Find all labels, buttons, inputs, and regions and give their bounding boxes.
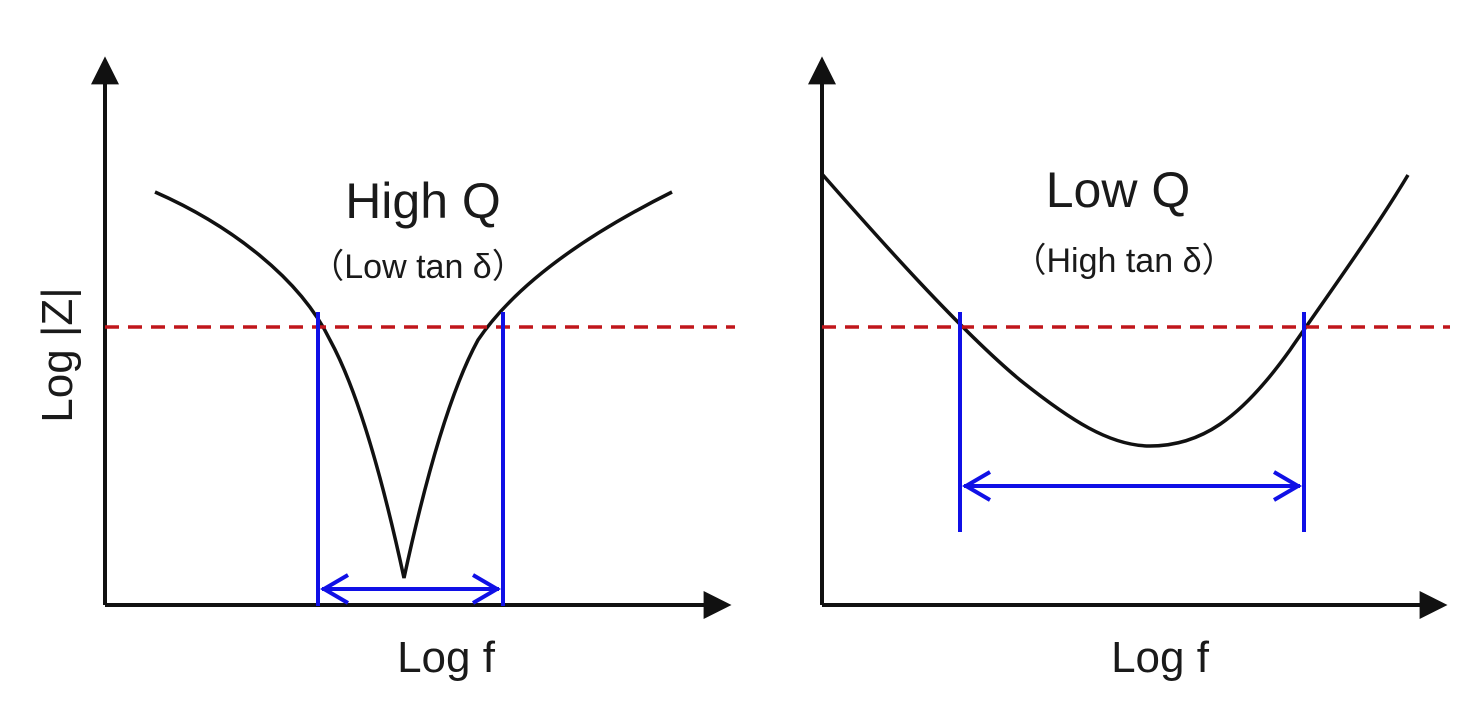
left-y-axis-label: Log |Z| — [33, 287, 82, 422]
right-x-axis-label: Log f — [1111, 633, 1210, 682]
left-x-axis-label: Log f — [397, 633, 496, 682]
left-panel-subtitle: （Low tan δ） — [310, 248, 525, 286]
left-impedance-curve — [154, 190, 673, 579]
right-panel: Low Q （High tan δ） Log f — [808, 56, 1450, 682]
left-panel: High Q （Low tan δ） Log f Log |Z| — [33, 56, 735, 682]
right-bandwidth-arrow — [962, 470, 1302, 502]
right-panel-subtitle: （High tan δ） — [1012, 242, 1235, 280]
right-panel-title: Low Q — [1046, 162, 1191, 218]
left-bandwidth-arrow — [320, 573, 501, 605]
right-impedance-curve — [820, 172, 1410, 448]
left-panel-title: High Q — [345, 173, 501, 229]
